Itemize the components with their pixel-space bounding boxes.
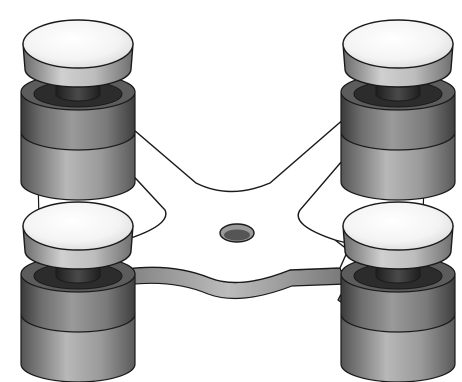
mount-cap-top — [22, 19, 134, 69]
mounts — [20, 19, 456, 382]
mount-base-ring — [20, 131, 136, 201]
mount-cap-top — [22, 201, 134, 251]
mount-bottom-right — [340, 201, 456, 382]
mount-top-left — [20, 19, 136, 201]
mount-cap-top — [342, 19, 454, 69]
center-hole-depth — [224, 229, 250, 241]
mount-base-ring — [340, 131, 456, 201]
mount-cap-top — [342, 201, 454, 251]
mount-top-right — [340, 19, 456, 201]
mount-bottom-left — [20, 201, 136, 382]
